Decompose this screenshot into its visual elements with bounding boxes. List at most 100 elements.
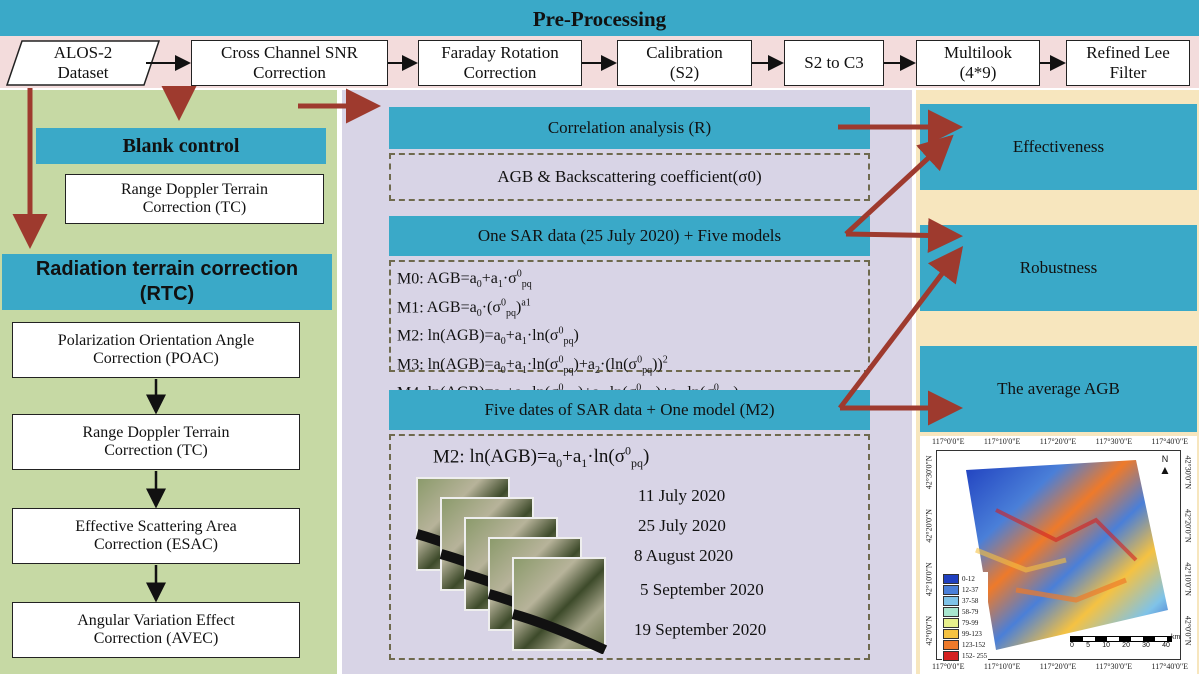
model-m0: M0: AGB=a0+a1·σ0pq [397,266,868,295]
arrow-onesar-robustness [845,217,963,253]
effectiveness-label: Effectiveness [1012,137,1105,156]
model-label: M0: [397,270,424,288]
legend-item: 99-123 [943,628,987,639]
legend-item: 152- 255 [943,650,987,661]
backscatter-box: AGB & Backscattering coefficient(σ0) [389,153,870,201]
step-faraday-rotation: Faraday Rotation Correction [418,40,582,86]
rtc-step-tc: Range Doppler Terrain Correction (TC) [12,414,300,470]
blank-tc-box: Range Doppler Terrain Correction (TC) [65,174,324,224]
step-s2-to-c3: S2 to C3 [784,40,884,86]
agb-raster [966,460,1168,650]
map-tick-label: 117°20'0"E [1039,662,1077,671]
five-dates-label: Five dates of SAR data + One model (M2) [484,400,775,419]
map-tick-label: 117°40'0"E [1151,437,1189,446]
arrow-fivedates-robustness [838,246,964,410]
legend-item: 0-12 [943,573,987,584]
model-equation: ln(AGB)=a0+a1·ln(σ0pq)+a2·(ln(σ0pq))2 [427,354,668,377]
model-label: M1: [397,298,424,316]
legend-item: 79-99 [943,617,987,628]
rtc-step-poac: Polarization Orientation Angle Correctio… [12,322,300,378]
step-label: Faraday Rotation [441,43,559,63]
rtc-title-line: (RTC) [139,283,195,305]
step-label: Correction [463,63,537,82]
box-label: Range Doppler Terrain [82,423,230,441]
m2-equation-title: M2: ln(AGB)=a0+a1·ln(σ0pq) [433,444,649,471]
box-label: Correction (ESAC) [94,536,218,553]
robustness-label: Robustness [1019,258,1098,277]
legend-item: 58-79 [943,606,987,617]
five-dates-box: M2: ln(AGB)=a0+a1·ln(σ0pq) 11 July 2020 … [389,434,870,660]
model-m2: M2: ln(AGB)=a0+a1·ln(σ0pq) [397,323,868,352]
map-tick-label: 117°30'0"E [1095,437,1133,446]
scale-label: 0 [1070,642,1074,649]
scale-label: 40 [1162,642,1170,649]
map-bottom-axis: 117°0'0"E 117°10'0"E 117°20'0"E 117°30'0… [932,662,1188,671]
box-label: Correction (POAC) [93,350,219,367]
effectiveness-box: Effectiveness [920,104,1197,190]
map-tick-label: 117°20'0"E [1039,437,1077,446]
box-label: Correction (TC) [142,199,247,216]
legend-label: 123-152 [962,640,986,649]
correlation-label: Correlation analysis (R) [547,118,712,137]
step-label: Dataset [57,63,109,82]
legend-label: 12-37 [962,585,979,594]
rtc-title-box: Radiation terrain correction (RTC) [2,254,332,310]
step-calibration: Calibration (S2) [617,40,752,86]
map-tick-label: 117°10'0"E [983,437,1021,446]
average-agb-label: The average AGB [997,379,1120,398]
scale-label: 30 [1142,642,1150,649]
step-label: Refined Lee [1086,43,1170,63]
model-label: M3: [397,355,424,373]
step-label: ALOS-2 [53,43,113,63]
step-label: Correction [253,63,326,82]
north-label: N [1161,454,1169,464]
step-multilook: Multilook (4*9) [916,40,1040,86]
box-label: Effective Scattering Area [75,517,237,535]
map-tick-label: 117°30'0"E [1095,662,1133,671]
model-equation: AGB=a0+a1·σ0pq [426,269,532,291]
date-label: 8 August 2020 [634,546,734,565]
step-refined-lee: Refined Lee Filter [1066,40,1190,86]
model-equation: ln(AGB)=a0+a1·ln(σ0pq) [427,326,579,348]
box-label: Correction (TC) [104,442,208,459]
step-label: (S2) [669,63,700,82]
map-tick-label: 117°10'0"E [983,662,1021,671]
robustness-box: Robustness [920,225,1197,311]
correlation-bar: Correlation analysis (R) [389,107,870,149]
model-m1: M1: AGB=a0·(σ0pq)a1 [397,295,868,324]
scale-label: 5 [1086,642,1090,649]
average-agb-box: The average AGB [920,346,1197,432]
date-label: 11 July 2020 [638,486,726,505]
box-label: Polarization Orientation Angle [57,331,255,349]
legend-label: 58-79 [962,607,979,616]
north-arrow-icon: N ▲ [1156,454,1174,482]
five-dates-bar: Five dates of SAR data + One model (M2) [389,390,870,430]
blank-control-label: Blank control [122,134,240,157]
step-label: (4*9) [959,63,997,82]
model-equation: AGB=a0·(σ0pq)a1 [426,297,531,320]
legend-label: 152- 255 [962,651,988,660]
step-label: S2 to C3 [804,53,864,73]
map-tick-label: 117°0'0"E [932,437,965,446]
legend-item: 37-58 [943,595,987,606]
backscatter-label: AGB & Backscattering coefficient(σ0) [497,167,762,186]
box-label: Angular Variation Effect [77,611,235,629]
step-label: Calibration [646,43,723,63]
rtc-step-avec: Angular Variation Effect Correction (AVE… [12,602,300,658]
sar-image-5 [511,557,608,654]
legend-label: 0-12 [962,574,975,583]
map-tick-label: 117°40'0"E [1151,662,1189,671]
one-sar-bar: One SAR data (25 July 2020) + Five model… [389,216,870,256]
box-label: Range Doppler Terrain [121,180,268,198]
legend-label: 99-123 [962,629,982,638]
step-label: Cross Channel SNR [221,43,358,63]
one-sar-label: One SAR data (25 July 2020) + Five model… [477,226,782,245]
scale-label: 10 [1102,642,1110,649]
preprocessing-title: Pre-Processing [0,0,1199,38]
step-label: Multilook [943,43,1012,63]
agb-map: 117°0'0"E 117°10'0"E 117°20'0"E 117°30'0… [920,436,1197,674]
step-label: Filter [1109,63,1147,82]
arrow-onesar-effectiveness [844,134,954,236]
date-label: 5 September 2020 [640,580,764,599]
